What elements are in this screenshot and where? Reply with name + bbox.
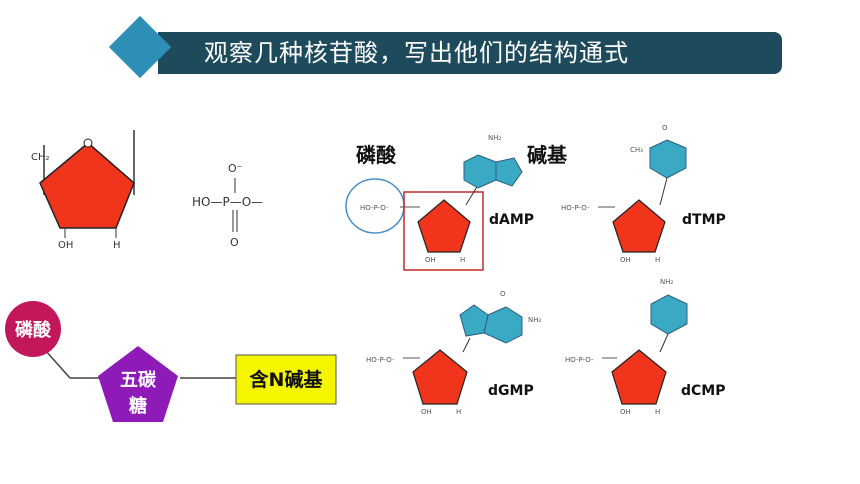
pentose-pentagon xyxy=(98,346,178,422)
svg-text:H: H xyxy=(456,408,461,416)
base-ring-icon xyxy=(483,306,523,344)
title-bar xyxy=(158,32,782,74)
sugar-highlight-box xyxy=(403,191,484,271)
nucleotide-damp: HO-P-O- OH H NH₂ dAMP xyxy=(345,134,534,271)
nucleotide-dgmp: HO-P-O- OH H O NH₂ dGMP xyxy=(366,290,542,416)
svg-text:NH₂: NH₂ xyxy=(660,278,674,286)
svg-text:HO-P-O-: HO-P-O- xyxy=(360,204,389,212)
svg-text:H: H xyxy=(460,256,465,264)
sugar-pentagon xyxy=(612,199,666,253)
phosphoric-acid-header: 磷酸 xyxy=(356,143,397,167)
svg-text:O: O xyxy=(662,124,668,132)
svg-text:CH₃: CH₃ xyxy=(630,146,643,154)
base-header: 碱基 xyxy=(527,143,568,167)
sugar-pentagon xyxy=(412,349,468,405)
deoxyribose-structure: CH₂ OH H xyxy=(31,130,135,251)
base-ring-icon xyxy=(463,154,497,189)
base-ring-icon xyxy=(495,157,523,187)
svg-text:HO-P-O-: HO-P-O- xyxy=(565,356,594,364)
nucleotide-name: dCMP xyxy=(681,383,726,399)
svg-text:NH₂: NH₂ xyxy=(528,316,542,324)
svg-text:H: H xyxy=(655,408,660,416)
svg-text:HO-P-O-: HO-P-O- xyxy=(561,204,590,212)
svg-text:O: O xyxy=(500,290,506,298)
phosphate-circle-label: 磷酸 xyxy=(15,319,52,341)
base-ring-icon xyxy=(649,139,687,179)
phosphate-o-bottom: O xyxy=(230,236,239,249)
ring-oxygen-icon xyxy=(83,138,93,148)
phosphate-circle xyxy=(5,301,61,357)
base-ring-icon xyxy=(459,304,489,337)
nucleotide-name: dGMP xyxy=(488,383,534,399)
h-label: H xyxy=(113,240,121,251)
nucleotide-dtmp: HO-P-O- OH H CH₃ O dTMP xyxy=(561,124,726,264)
svg-text:OH: OH xyxy=(620,408,631,416)
base-box xyxy=(235,354,337,405)
base-box-label: 含N碱基 xyxy=(250,368,324,391)
base-ring-icon xyxy=(650,294,688,335)
sugar-pentagon xyxy=(39,142,135,229)
nucleotide-dcmp: HO-P-O- OH H NH₂ dCMP xyxy=(565,278,726,416)
svg-text:OH: OH xyxy=(620,256,631,264)
pentose-label-line2: 糖 xyxy=(129,395,147,417)
svg-text:HO-P-O-: HO-P-O- xyxy=(366,356,395,364)
pentose-label-line1: 五碳 xyxy=(120,369,157,391)
svg-text:OH: OH xyxy=(421,408,432,416)
phosphate-label: HO—P—O— xyxy=(192,195,263,209)
svg-text:NH₂: NH₂ xyxy=(488,134,502,142)
nucleotide-name: dAMP xyxy=(489,212,534,228)
ch2-label: CH₂ xyxy=(31,152,50,163)
svg-text:OH: OH xyxy=(425,256,436,264)
phosphate-o-top: O⁻ xyxy=(228,162,243,175)
sugar-pentagon xyxy=(417,199,471,253)
svg-text:H: H xyxy=(655,256,660,264)
nucleotide-name: dTMP xyxy=(682,212,726,228)
phosphate-structure: HO—P—O— O⁻ O xyxy=(192,162,263,249)
nucleotide-model: 磷酸 五碳 糖 含N碱基 xyxy=(5,301,337,422)
sugar-pentagon xyxy=(611,349,667,405)
page-title: 观察几种核苷酸，写出他们的结构通式 xyxy=(204,39,629,67)
oh-label: OH xyxy=(58,240,73,251)
